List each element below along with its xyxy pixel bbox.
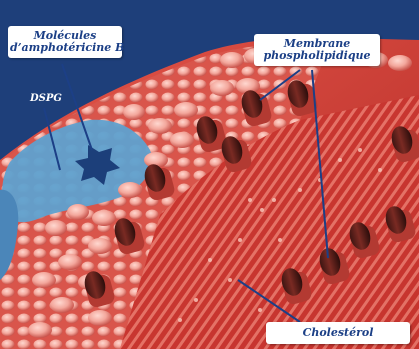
label-dspg: DSPG xyxy=(26,93,66,105)
label-amphotericin-line2: d’amphotéricine B xyxy=(10,42,120,54)
label-membrane-line2: phospholipidique xyxy=(256,50,378,62)
label-phospholipid-membrane: Membrane phospholipidique xyxy=(254,34,380,66)
label-cholesterol: Cholestérol xyxy=(266,322,410,344)
label-amphotericin-molecules: Molécules d’amphotéricine B xyxy=(8,26,122,58)
